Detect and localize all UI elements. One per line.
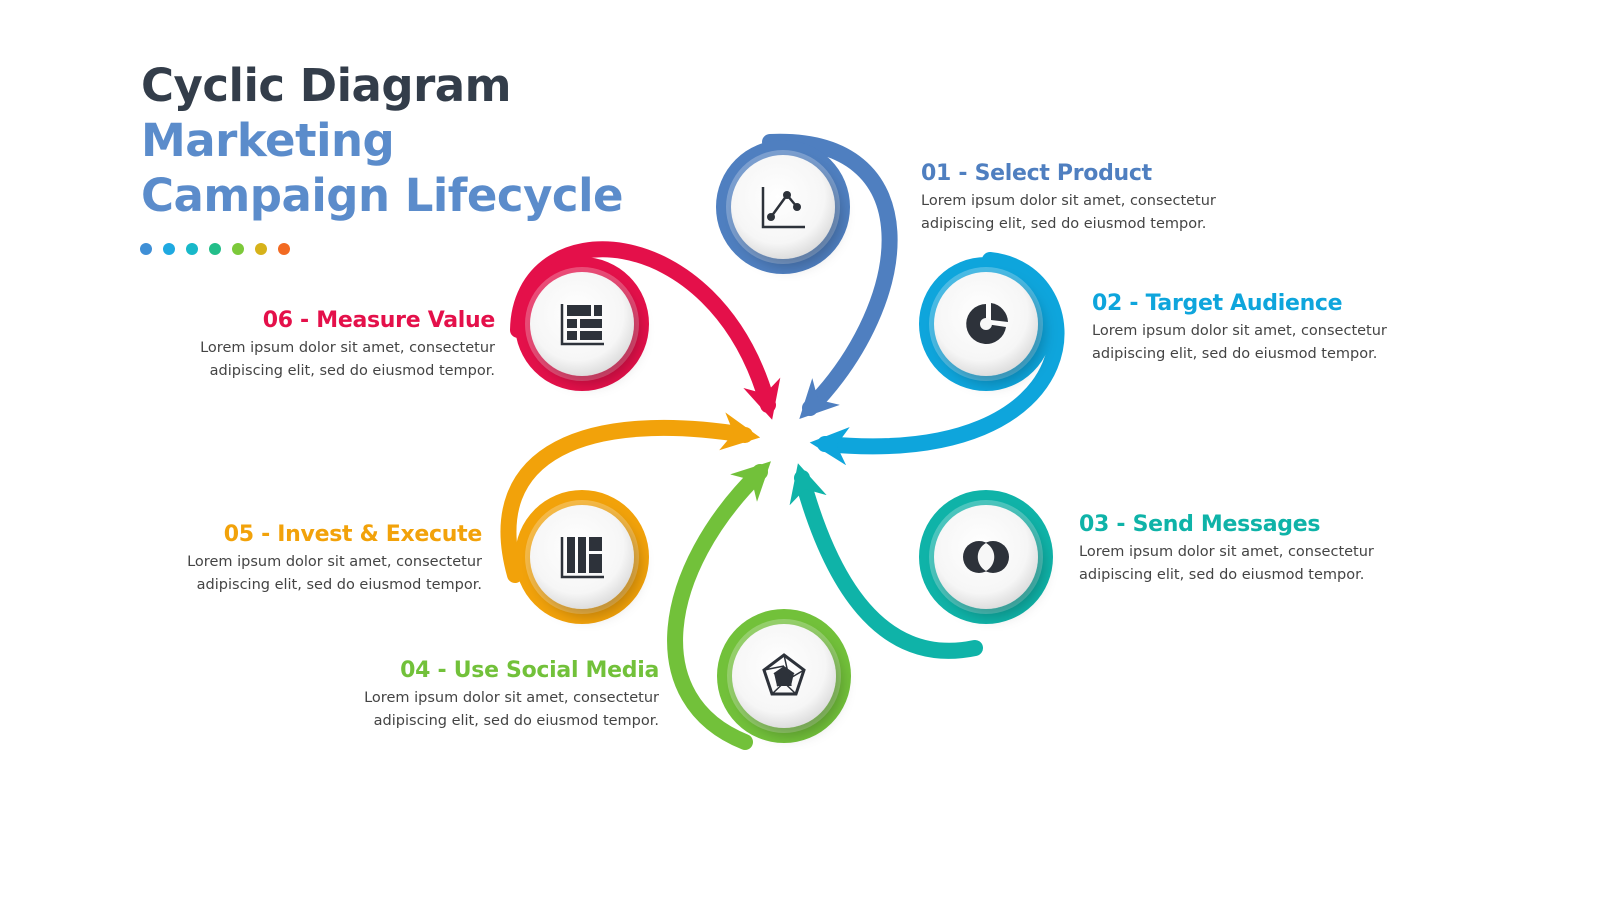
treemap-icon bbox=[560, 537, 604, 579]
node-disc bbox=[731, 155, 835, 259]
step-03: 03 - Send Messages Lorem ipsum dolor sit… bbox=[1079, 511, 1379, 587]
step-title: 05 - Invest & Execute bbox=[223, 522, 483, 547]
step-title: 03 - Send Messages bbox=[1079, 512, 1321, 537]
color-dot bbox=[209, 243, 221, 255]
step-desc-1: Lorem ipsum dolor sit amet, consectetur bbox=[1092, 323, 1387, 339]
node-2 bbox=[919, 257, 1053, 391]
step-title: 02 - Target Audience bbox=[1092, 291, 1343, 316]
step-desc-2: adipiscing elit, sed do eiusmod tempor. bbox=[1079, 567, 1365, 583]
line-chart-icon bbox=[761, 187, 805, 229]
arrow-3 bbox=[789, 463, 983, 659]
arrow-5 bbox=[500, 412, 761, 583]
color-dots bbox=[140, 243, 290, 255]
arrow-4 bbox=[667, 461, 771, 750]
color-dot bbox=[186, 243, 198, 255]
step-04: 04 - Use Social Media Lorem ipsum dolor … bbox=[359, 657, 659, 733]
step-title: 06 - Measure Value bbox=[262, 308, 496, 333]
page-title: Cyclic Diagram Marketing Campaign Lifecy… bbox=[141, 58, 624, 223]
step-desc-1: Lorem ipsum dolor sit amet, consectetur bbox=[187, 554, 482, 570]
step-desc-1: Lorem ipsum dolor sit amet, consectetur bbox=[1079, 544, 1374, 560]
color-dot bbox=[163, 243, 175, 255]
color-dot bbox=[278, 243, 290, 255]
step-desc-1: Lorem ipsum dolor sit amet, consectetur bbox=[921, 193, 1216, 209]
step-02: 02 - Target Audience Lorem ipsum dolor s… bbox=[1092, 290, 1392, 366]
step-desc-1: Lorem ipsum dolor sit amet, consectetur bbox=[364, 690, 659, 706]
node-1 bbox=[716, 140, 850, 274]
step-desc-2: adipiscing elit, sed do eiusmod tempor. bbox=[196, 577, 482, 593]
arrow-1 bbox=[762, 133, 898, 420]
radar-chart-icon bbox=[762, 653, 806, 696]
node-3 bbox=[919, 490, 1053, 624]
title-line-3: Campaign Lifecycle bbox=[141, 169, 624, 222]
node-5 bbox=[515, 490, 649, 624]
pie-chart-icon bbox=[966, 303, 1008, 344]
node-4 bbox=[717, 609, 851, 743]
title-line-1: Cyclic Diagram bbox=[141, 59, 512, 112]
table-layout-icon bbox=[560, 304, 604, 346]
color-dot bbox=[232, 243, 244, 255]
step-desc-2: adipiscing elit, sed do eiusmod tempor. bbox=[209, 363, 495, 379]
node-6 bbox=[515, 257, 649, 391]
step-title: 04 - Use Social Media bbox=[400, 658, 659, 683]
step-01: 01 - Select Product Lorem ipsum dolor si… bbox=[921, 160, 1221, 236]
step-title: 01 - Select Product bbox=[921, 161, 1152, 186]
step-05: 05 - Invest & Execute Lorem ipsum dolor … bbox=[182, 521, 482, 597]
step-desc-2: adipiscing elit, sed do eiusmod tempor. bbox=[921, 216, 1207, 232]
color-dot bbox=[255, 243, 267, 255]
venn-diagram-icon bbox=[963, 541, 1009, 573]
step-06: 06 - Measure Value Lorem ipsum dolor sit… bbox=[195, 307, 495, 383]
step-desc-2: adipiscing elit, sed do eiusmod tempor. bbox=[1092, 346, 1378, 362]
step-desc-2: adipiscing elit, sed do eiusmod tempor. bbox=[373, 713, 659, 729]
title-line-2: Marketing bbox=[141, 114, 395, 167]
color-dot bbox=[140, 243, 152, 255]
step-desc-1: Lorem ipsum dolor sit amet, consectetur bbox=[200, 340, 495, 356]
